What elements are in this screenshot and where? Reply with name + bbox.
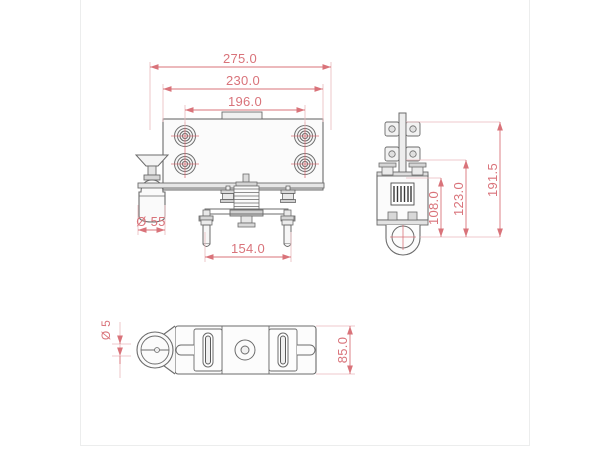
dim-label-diameter-5: Ø 5 (99, 320, 113, 340)
suspension-cap-assembly (134, 154, 170, 223)
side-body-block (376, 162, 429, 221)
dim-275-line: 275.0 (150, 51, 331, 70)
dim-label-123: 123.0 (451, 182, 466, 216)
bottom-slot-left (175, 328, 223, 372)
side-elevation-view: 108.0 123.0 191.5 (376, 112, 503, 256)
bottom-centre-boss (234, 339, 256, 361)
dim-label-85: 85.0 (335, 337, 350, 364)
front-elevation-view: 275.0 230.0 196.0 154.0 Ø 55 (134, 51, 332, 262)
bottom-plan-view: Ø 5 85.0 (99, 320, 355, 378)
lower-roller-pair (384, 146, 421, 162)
dim-label-230: 230.0 (226, 73, 260, 88)
dim-label-108: 108.0 (426, 191, 441, 225)
side-lower-yoke (376, 211, 429, 256)
dim-108-line: 108.0 (426, 178, 444, 237)
dim-85-line: 85.0 (335, 326, 353, 374)
dim-label-275: 275.0 (223, 51, 257, 66)
drawing-frame-border (80, 0, 530, 446)
bottom-slot-right (268, 328, 316, 372)
dim-label-196: 196.0 (228, 94, 262, 109)
cross-bar (137, 182, 325, 189)
dim-label-1915: 191.5 (485, 163, 500, 197)
dim-diameter-55-line: Ø 55 (136, 214, 165, 233)
dim-230-line: 230.0 (163, 73, 323, 92)
dim-123-line: 123.0 (451, 160, 469, 237)
side-view-dimensions (406, 121, 500, 238)
dim-154-line: 154.0 (205, 241, 291, 260)
top-rail-stub (221, 111, 263, 120)
spring-damper-assembly (229, 173, 264, 228)
dim-label-diameter-55: Ø 55 (136, 214, 165, 229)
dim-1915-line: 191.5 (485, 122, 503, 237)
dim-diameter-5-line: Ø 5 (99, 320, 123, 364)
bottom-pin-eye (136, 331, 174, 369)
dim-label-154: 154.0 (231, 241, 265, 256)
hanger-leg-right (280, 209, 295, 247)
upper-roller-pair (384, 121, 421, 137)
hanger-leg-left (199, 209, 214, 247)
coil-spring (233, 185, 260, 211)
dim-196-line: 196.0 (185, 94, 305, 113)
